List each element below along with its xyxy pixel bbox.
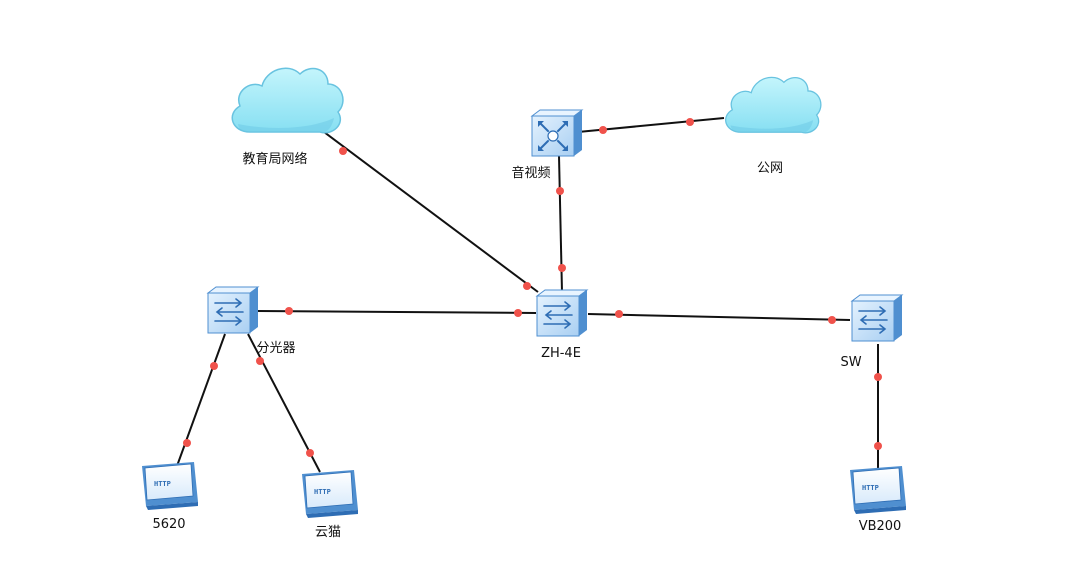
node-5620-server[interactable]: HTTP 5620 (142, 462, 198, 532)
node-label: SW (840, 355, 861, 370)
http-server-icon: HTTP (142, 462, 198, 510)
node-splitter[interactable]: 分光器 (206, 286, 296, 356)
node-public-network[interactable]: 公网 (725, 76, 822, 176)
port-dot (523, 282, 531, 290)
link-splitter-core[interactable] (257, 310, 537, 314)
port-dot (210, 362, 218, 370)
port-dot (339, 147, 347, 155)
port-dot (256, 357, 264, 365)
http-server-icon: HTTP (850, 466, 906, 514)
link-core-sw[interactable] (587, 313, 851, 321)
node-label: 音视频 (511, 165, 550, 181)
port-dot (514, 309, 522, 317)
node-label: VB200 (859, 519, 902, 534)
node-vb200-server[interactable]: HTTP VB200 (850, 466, 906, 534)
node-core-switch[interactable]: ZH-4E (535, 289, 589, 361)
node-label: 教育局网络 (242, 151, 307, 167)
cloud-icon (231, 67, 344, 134)
port-dot (285, 307, 293, 315)
link-splitter-5620[interactable] (176, 333, 226, 467)
switch-icon (850, 294, 904, 342)
cloud-icon (725, 76, 822, 134)
node-label: 5620 (152, 517, 185, 532)
port-dot (306, 449, 314, 457)
port-dot (874, 373, 882, 381)
port-dot (556, 187, 564, 195)
ports-layer (183, 118, 882, 457)
port-dot (558, 264, 566, 272)
http-badge: HTTP (314, 488, 331, 496)
node-sw-switch[interactable]: SW (840, 294, 904, 370)
port-dot (686, 118, 694, 126)
port-dot (615, 310, 623, 318)
switch-icon (535, 289, 589, 337)
node-label: 云猫 (315, 525, 341, 540)
port-dot (828, 316, 836, 324)
http-server-icon: HTTP (302, 470, 358, 518)
port-dot (183, 439, 191, 447)
node-edu-network[interactable]: 教育局网络 (231, 67, 344, 167)
http-badge: HTTP (154, 480, 171, 488)
node-yunmao-server[interactable]: HTTP 云猫 (302, 470, 358, 540)
http-badge: HTTP (862, 484, 879, 492)
node-label: 分光器 (256, 341, 295, 356)
router-icon (530, 109, 584, 157)
link-edu-core[interactable] (315, 125, 539, 293)
switch-icon (206, 286, 260, 334)
port-dot (599, 126, 607, 134)
node-label: 公网 (757, 161, 783, 176)
node-label: ZH-4E (541, 346, 581, 361)
node-av-router[interactable]: 音视频 (511, 109, 584, 181)
port-dot (874, 442, 882, 450)
